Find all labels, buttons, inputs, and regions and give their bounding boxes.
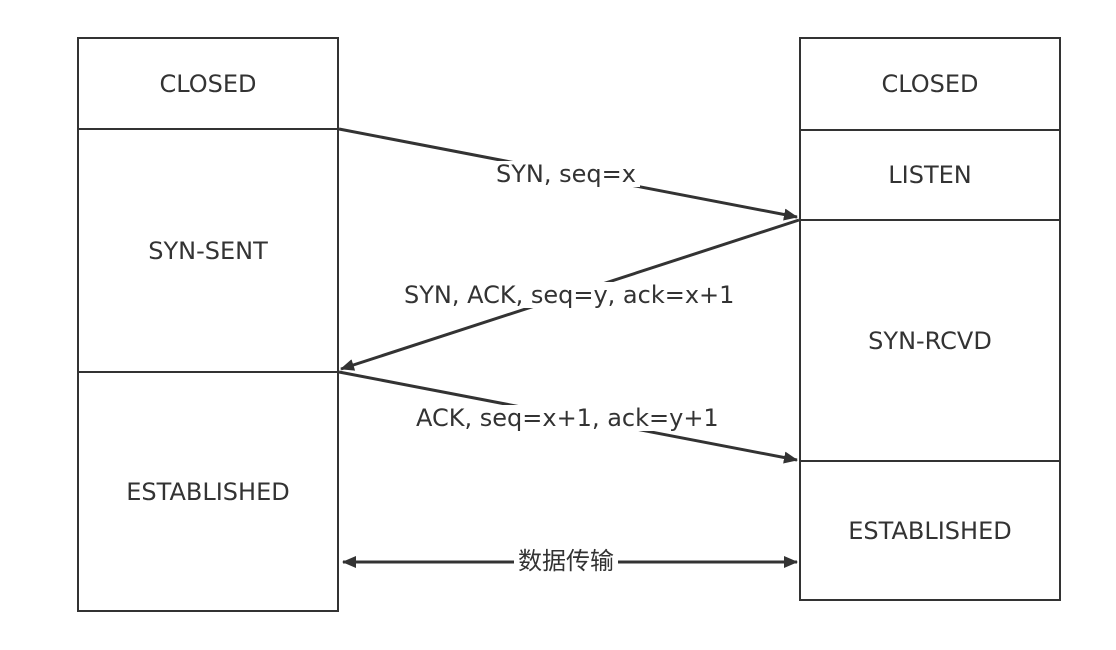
server-state-syn-rcvd: SYN-RCVD <box>801 221 1059 462</box>
ack-label: ACK, seq=x+1, ack=y+1 <box>412 405 723 431</box>
server-state-closed: CLOSED <box>801 39 1059 131</box>
client-state-established: ESTABLISHED <box>126 477 290 506</box>
server-state-established: ESTABLISHED <box>848 516 1012 545</box>
server-state-listen: LISTEN <box>801 131 1059 221</box>
client-state-closed: CLOSED <box>79 39 337 130</box>
client-state-column: CLOSED SYN-SENT ESTABLISHED <box>77 37 339 612</box>
syn-ack-label: SYN, ACK, seq=y, ack=x+1 <box>400 282 739 308</box>
syn-label: SYN, seq=x <box>492 161 640 187</box>
data-transfer-label: 数据传输 <box>514 548 618 574</box>
server-state-column: CLOSED LISTEN SYN-RCVD ESTABLISHED <box>799 37 1061 601</box>
client-state-syn-sent: SYN-SENT <box>79 130 337 373</box>
